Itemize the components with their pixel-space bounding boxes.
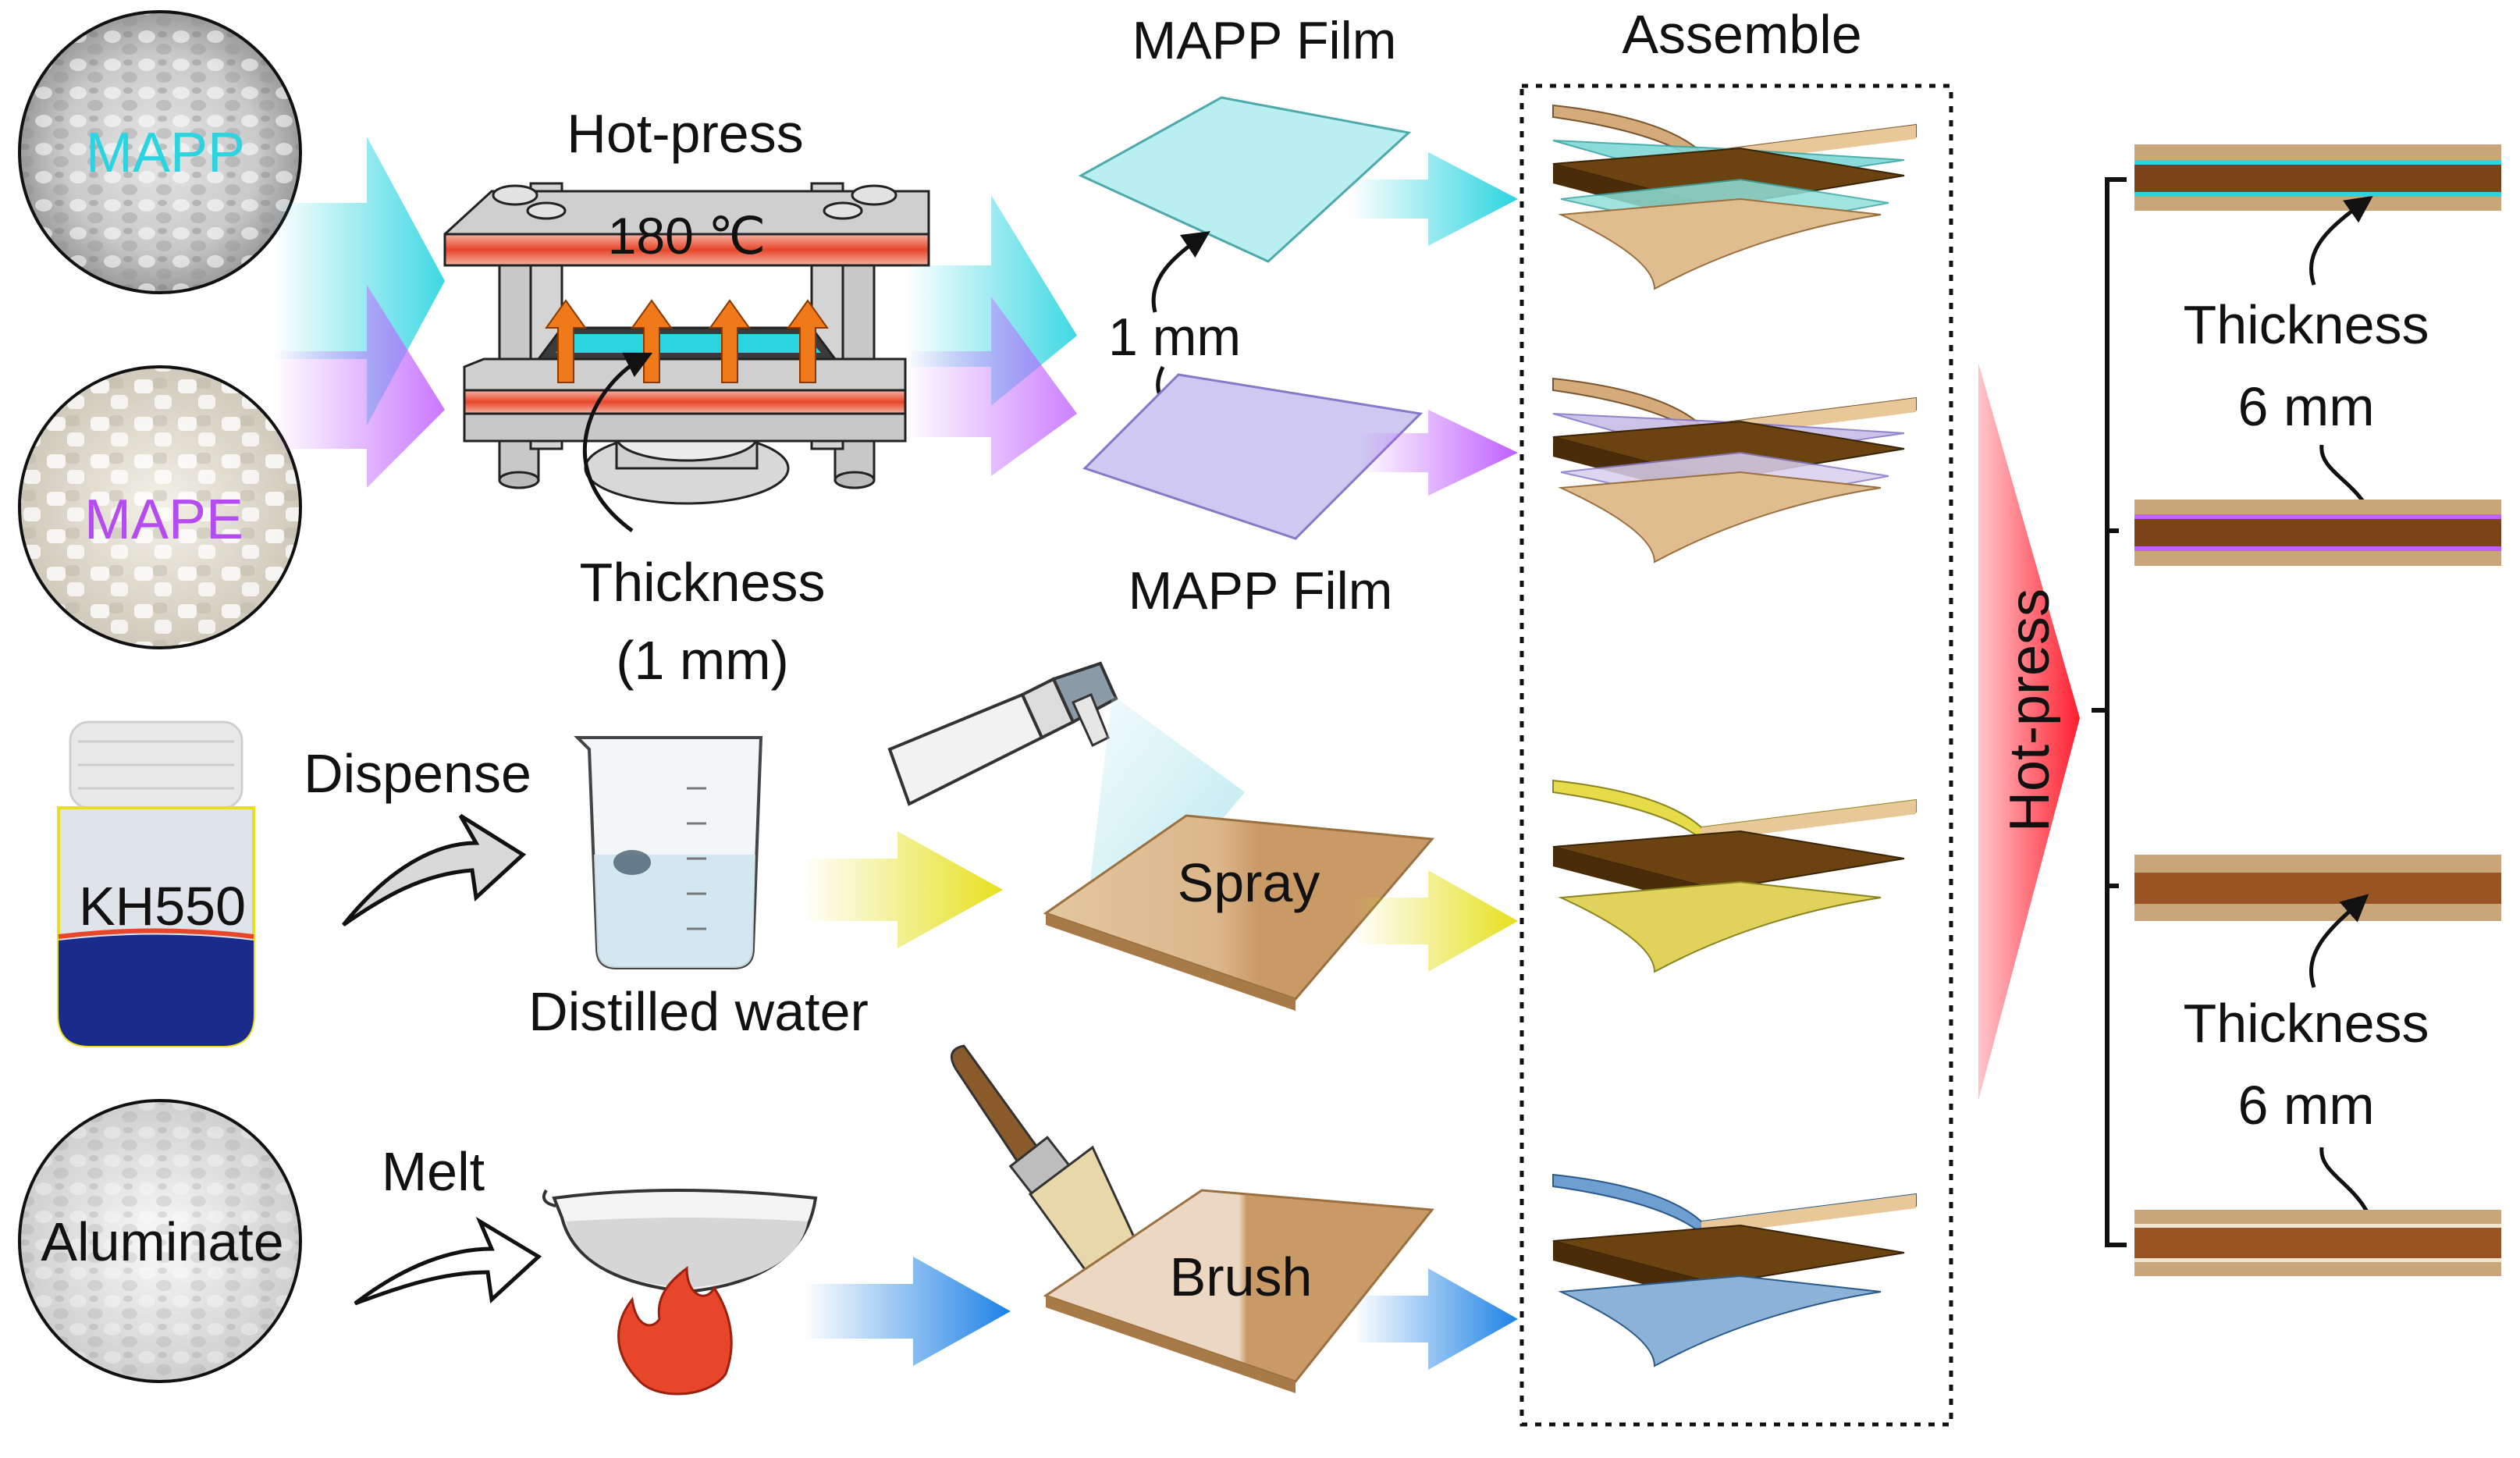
panel-aluminate — [2134, 1210, 2501, 1276]
flame-icon — [617, 1266, 733, 1396]
kh550-to-spray-arrow — [804, 831, 1003, 948]
hot-press-temperature: 180 ℃ — [608, 207, 766, 265]
mould-thickness-value: (1 mm) — [616, 630, 789, 691]
lower-thickness-value: 6 mm — [2238, 1075, 2375, 1136]
assemble-label: Assemble — [1622, 4, 1861, 65]
upper-thickness-value: 6 mm — [2238, 376, 2375, 437]
final-hot-press-label: Hot-press — [1999, 589, 2061, 832]
result-bracket — [2092, 177, 2127, 1247]
melt-arrow — [354, 1216, 542, 1306]
panel-kh550 — [2134, 855, 2501, 921]
mape-film-sheet — [1082, 373, 1423, 540]
aluminate-label: Aluminate — [41, 1211, 283, 1272]
film-thickness-label: 1 mm — [1108, 308, 1241, 367]
mould-thickness-label: Thickness — [579, 552, 825, 613]
panel-mapp — [2134, 144, 2501, 211]
melting-dish — [542, 1189, 818, 1294]
mapp-pellets-image — [18, 10, 302, 294]
panel-mape — [2134, 500, 2501, 566]
spray-board-edge — [1046, 913, 1296, 1011]
assembly-aluminate — [1552, 1173, 1917, 1367]
spray-bottle — [887, 661, 1118, 806]
mape-label: MAPE — [84, 489, 243, 551]
kh550-bottle — [57, 720, 255, 1047]
press-to-mape-film-arrow — [905, 297, 1077, 476]
brush-label: Brush — [1170, 1246, 1313, 1307]
assembly-mapp — [1552, 104, 1917, 290]
lower-thickness-label: Thickness — [2183, 993, 2429, 1054]
mape-arrow — [273, 285, 445, 488]
hot-press-title: Hot-press — [567, 103, 803, 164]
brush-to-assemble-arrow — [1354, 1268, 1518, 1370]
spray-to-assemble-arrow — [1354, 870, 1518, 972]
mapp-film-to-assemble-arrow — [1350, 152, 1518, 246]
melt-label: Melt — [382, 1141, 485, 1202]
kh550-label: KH550 — [79, 876, 246, 937]
spray-label: Spray — [1178, 852, 1320, 913]
assemble-box — [1519, 84, 1953, 1427]
brush-board-edge — [1046, 1296, 1296, 1393]
final-hot-press-arrow — [1978, 363, 2080, 1101]
distilled-water-label: Distilled water — [528, 981, 869, 1042]
upper-thickness-pointer-top — [2309, 195, 2373, 286]
assembly-kh550 — [1552, 779, 1917, 973]
mould-thickness-pointer — [583, 352, 653, 533]
film-thickness-pointer-top — [1151, 231, 1210, 313]
dispense-label: Dispense — [304, 743, 531, 804]
assembly-mape — [1552, 377, 1917, 564]
beaker — [574, 736, 763, 969]
hot-press-machine — [443, 182, 930, 505]
aluminate-powder-image — [18, 1099, 302, 1383]
lower-thickness-pointer-top — [2309, 894, 2369, 988]
spray-mist — [1089, 695, 1245, 894]
mape-pellets-image — [18, 365, 302, 649]
mapp-film-bottom-label: MAPP Film — [1128, 561, 1393, 621]
mapp-label: MAPP — [86, 122, 245, 184]
mapp-film-top-label: MAPP Film — [1132, 11, 1397, 70]
mape-film-to-assemble-arrow — [1358, 410, 1518, 496]
paintbrush-icon — [950, 1044, 1141, 1282]
dispense-arrow — [342, 813, 527, 927]
melt-to-brush-arrow — [804, 1257, 1011, 1366]
upper-thickness-label: Thickness — [2183, 294, 2429, 355]
